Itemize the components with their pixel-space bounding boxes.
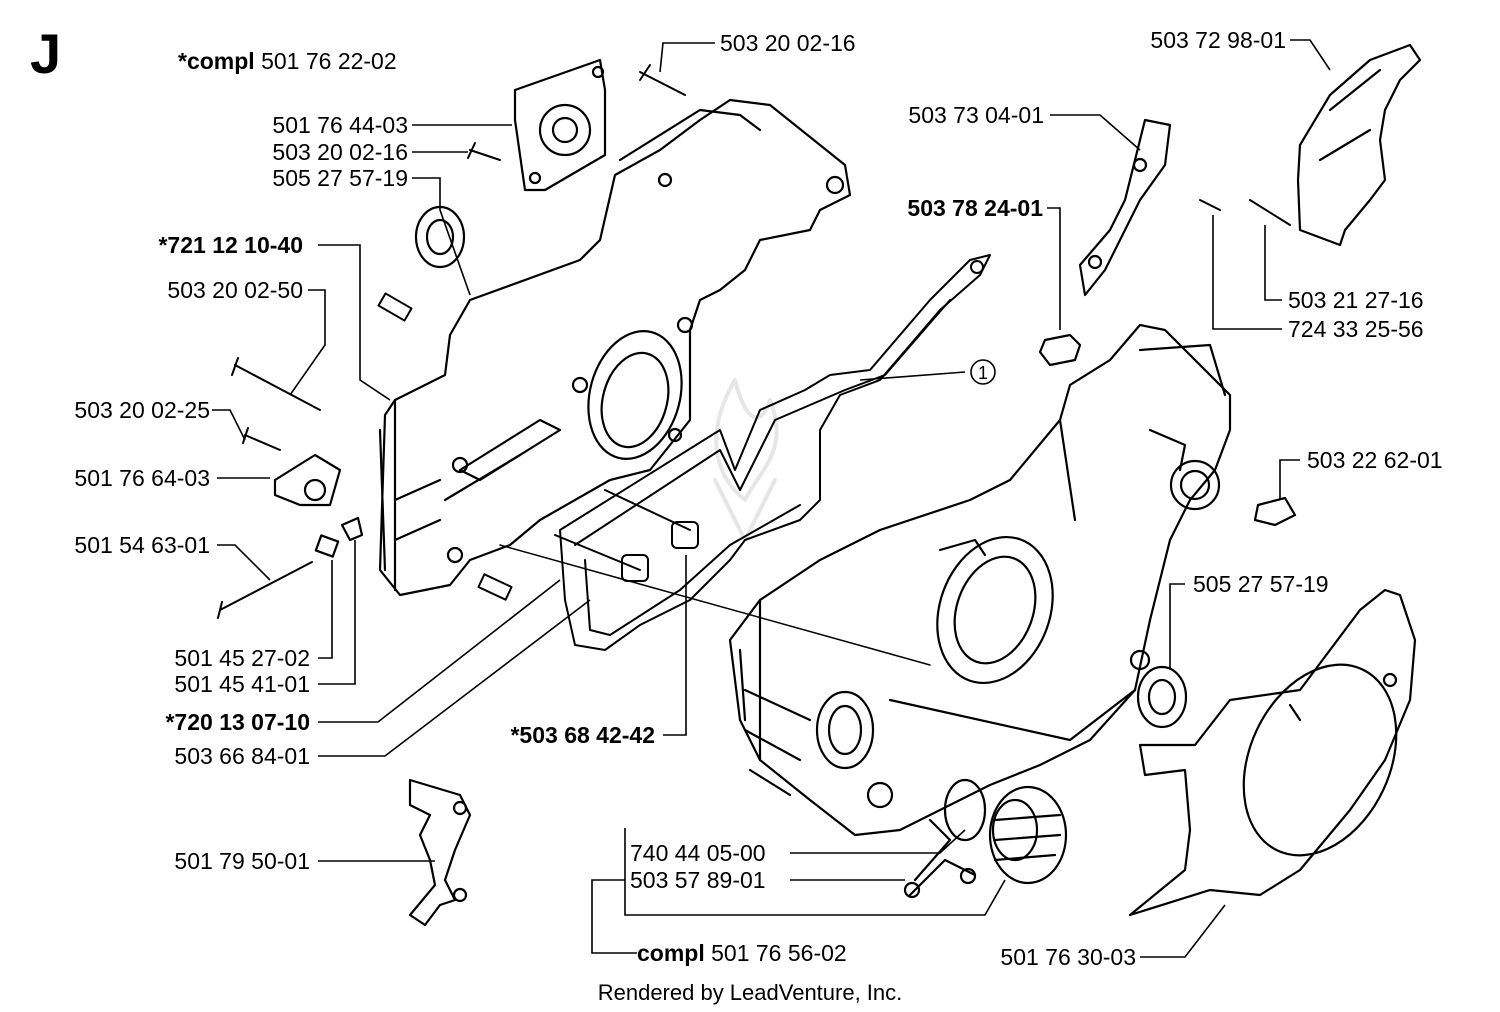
assembly-label-tank-cap: compl 501 76 56-02 [637, 940, 847, 966]
bumper-spike [408, 778, 472, 927]
callout-number: 1 [978, 363, 988, 383]
part-label: 501 76 44-03 [272, 112, 408, 138]
part-label: *503 68 42-42 [510, 722, 655, 748]
part-label: 503 21 27-16 [1288, 287, 1424, 313]
assembly-part-number: 501 76 22-02 [261, 48, 397, 74]
spring-clip [1253, 496, 1297, 527]
part-label: 501 45 41-01 [174, 671, 310, 697]
leader-lines [212, 39, 1331, 958]
assembly-prefix: compl [637, 940, 705, 966]
assembly-part-number: 501 76 56-02 [711, 940, 847, 966]
part-label: 503 20 02-25 [74, 397, 210, 423]
clutch-cover [1128, 588, 1417, 917]
right-crankcase-half [728, 323, 1232, 837]
adjuster-plate [340, 516, 364, 542]
oil-seal-bottom [1136, 665, 1188, 729]
part-label: 505 27 57-19 [272, 165, 408, 191]
rubber-buffer [1038, 333, 1082, 367]
chain-tensioner [273, 453, 342, 507]
part-label: 503 20 02-16 [720, 30, 856, 56]
section-letter: J [30, 22, 62, 85]
gasket [559, 254, 991, 651]
tank-cap [903, 778, 1068, 899]
part-label: 740 44 05-00 [630, 840, 766, 866]
part-label: *721 12 10-40 [158, 232, 303, 258]
callout-circle [970, 359, 996, 385]
part-label: 501 76 30-03 [1000, 944, 1136, 970]
part-label: 501 45 27-02 [174, 645, 310, 671]
part-label: 503 22 62-01 [1307, 447, 1443, 473]
part-label: 503 20 02-16 [272, 139, 408, 165]
part-label: 503 20 02-50 [167, 277, 303, 303]
screws [217, 64, 1291, 619]
footer-credit: Rendered by LeadVenture, Inc. [597, 980, 903, 1005]
part-label: 501 76 64-03 [74, 465, 210, 491]
left-crankcase-half [378, 98, 852, 597]
assembly-label-crankcase: *compl 501 76 22-02 [178, 48, 397, 74]
part-label: 503 57 89-01 [630, 867, 766, 893]
part-label: 503 72 98-01 [1150, 27, 1286, 53]
part-label: 724 33 25-56 [1288, 316, 1424, 342]
part-label: 501 79 50-01 [174, 848, 310, 874]
air-filter-cover [513, 58, 607, 192]
part-label: 501 54 63-01 [74, 532, 210, 558]
adjuster-nut [314, 534, 340, 558]
part-label: 503 78 24-01 [907, 195, 1043, 221]
part-label: 505 27 57-19 [1193, 571, 1329, 597]
chain-guard [1296, 43, 1422, 247]
assembly-prefix: *compl [178, 48, 255, 74]
part-label: 503 73 04-01 [908, 102, 1044, 128]
assembly-axis [499, 544, 931, 666]
guide-plate [1078, 118, 1172, 297]
part-label: *720 13 07-10 [165, 709, 310, 735]
part-label: 503 66 84-01 [174, 743, 310, 769]
